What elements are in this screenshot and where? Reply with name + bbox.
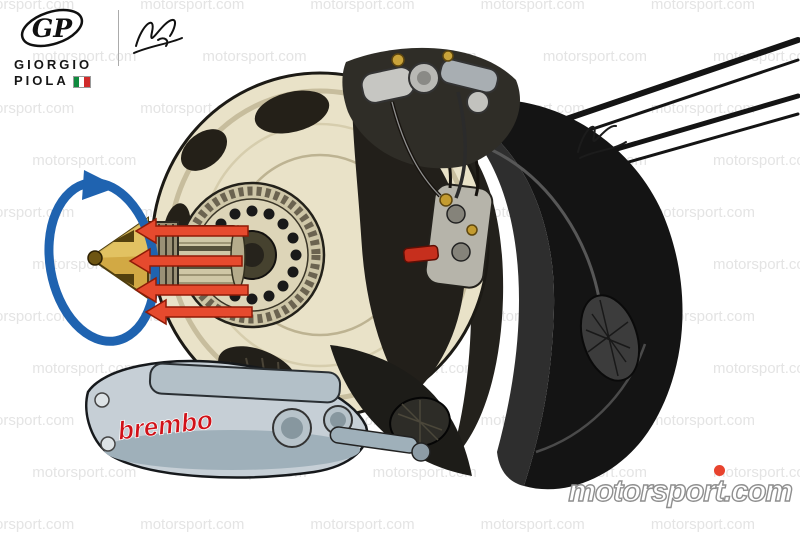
- watermark-text: motorsport.com: [0, 516, 75, 533]
- airflow-arrow: [134, 276, 249, 304]
- watermark-text: motorsport.com: [713, 152, 800, 169]
- airflow-arrow: [134, 217, 249, 245]
- watermark-text: motorsport.com: [650, 204, 756, 221]
- watermark-text: motorsport.com: [32, 48, 137, 65]
- italy-flag-icon: [72, 75, 91, 88]
- mesh-vent: [579, 294, 641, 382]
- gp-monogram-icon: GP: [20, 8, 84, 48]
- watermark-text: motorsport.com: [0, 100, 75, 117]
- airflow-arrow: [144, 298, 253, 326]
- watermark-text: motorsport.com: [310, 516, 415, 533]
- watermark-text: motorsport.com: [650, 516, 756, 533]
- airflow-arrow: [128, 247, 243, 275]
- rotation-arrow: [44, 170, 160, 346]
- watermark-text: motorsport.com: [202, 48, 307, 65]
- brake-caliper: brembo: [85, 359, 431, 479]
- watermark-text: motorsport.com: [713, 360, 800, 377]
- watermark-text: motorsport.com: [480, 0, 585, 13]
- bleed-fitting: [403, 244, 439, 264]
- watermark-row: motorsport.com motorsport.com motorsport.c…: [0, 0, 800, 13]
- watermark-text: motorsport.com: [480, 516, 585, 533]
- watermark-text: motorsport.com: [32, 464, 137, 481]
- drum-window: [180, 129, 228, 171]
- drum-window: [254, 90, 330, 134]
- watermark-text: motorsport.com: [713, 256, 800, 273]
- red-dot-icon: [714, 465, 726, 476]
- watermark-text: motorsport.com: [650, 0, 756, 13]
- brake-duct: [330, 345, 472, 476]
- watermark-text: motorsport.com: [140, 516, 245, 533]
- brand-first-name: GIORGIO: [14, 57, 93, 72]
- watermark-text: motorsport.com: [32, 152, 137, 169]
- signature-icon: [577, 125, 627, 159]
- brand-divider: [118, 10, 119, 66]
- watermark-text: motorsport.com: [650, 412, 756, 429]
- watermark-text: motorsport.com: [0, 308, 75, 325]
- drum-cutaway: [352, 92, 466, 399]
- watermark-text: motorsport.com: [32, 360, 137, 377]
- watermark-text: motorsport.com: [650, 100, 756, 117]
- watermark-text: motorsport.com: [542, 48, 648, 65]
- motorsport-logo-text: motorspor: [568, 472, 716, 508]
- airflow-arrows: [128, 217, 253, 326]
- motorsport-logo: motorsport.com: [568, 465, 794, 509]
- brand-block: GP GIORGIO PIOLA: [14, 6, 214, 96]
- gp-monogram-text: GP: [32, 14, 73, 43]
- watermark-text: motorsport.com: [140, 0, 245, 13]
- brake-hydraulics: [342, 47, 521, 199]
- signature-icon: [133, 19, 183, 54]
- watermark-text: motorsport.com: [310, 0, 415, 13]
- brand-last-name: PIOLA: [14, 73, 69, 88]
- wheel-cover: [452, 99, 683, 490]
- watermark-row: motorsport.com motorsport.com motorsport.c…: [0, 516, 800, 533]
- watermark-text: motorsport.com: [0, 412, 75, 429]
- watermark-text: motorsport.com: [713, 464, 800, 481]
